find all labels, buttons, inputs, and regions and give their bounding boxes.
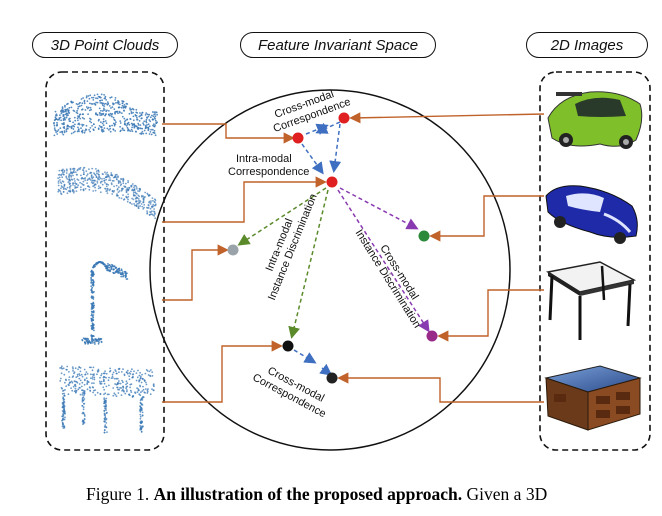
image-wooden-desk [544, 365, 642, 431]
node-red-top-left [292, 132, 304, 144]
feature-space-circle [149, 89, 511, 451]
connector-img2 [429, 195, 544, 242]
figure-caption: Figure 1. An illustration of the propose… [86, 484, 656, 505]
caption-suffix: Given a 3D [466, 484, 548, 504]
connector-pc4 [162, 340, 283, 403]
blue-arrow-5 [293, 349, 317, 364]
point-cloud-car-1 [53, 93, 159, 137]
connector-img3 [437, 289, 544, 342]
node-green [418, 230, 430, 242]
green-arrow-1 [237, 187, 327, 246]
node-purple [426, 330, 438, 342]
blue-arrow-1 [305, 123, 329, 135]
image-blue-car [545, 185, 638, 244]
connector-img1 [349, 112, 545, 124]
image-white-table [545, 261, 637, 340]
node-red-top-right [338, 112, 350, 124]
point-cloud-table [59, 365, 155, 434]
image-green-car [547, 91, 643, 149]
point-cloud-car-2 [57, 166, 157, 220]
connector-img4 [337, 372, 544, 403]
caption-prefix: Figure 1. [86, 484, 150, 504]
connector-pc2 [162, 176, 327, 223]
blue-arrow-2 [315, 121, 341, 134]
purple-arrow-1 [339, 187, 419, 230]
node-red-center [326, 176, 338, 188]
blue-arrow-4 [329, 123, 342, 173]
node-black-2 [326, 372, 338, 384]
node-black-1 [282, 340, 294, 352]
label-cross-modal-bottom: Cross-modal Correspondence [250, 360, 334, 420]
label-intra-discrimination: Intra-modal Instance Discrimination [254, 187, 320, 302]
caption-bold: An illustration of the proposed approach… [153, 484, 463, 504]
point-cloud-panel [45, 71, 165, 451]
point-cloud-lamp [81, 261, 129, 345]
node-gray [227, 244, 239, 256]
image-panel [539, 71, 651, 451]
title-feature-space: Feature Invariant Space [240, 32, 436, 58]
title-point-clouds: 3D Point Clouds [32, 32, 178, 58]
blue-arrow-3 [301, 143, 324, 175]
connector-pc3 [162, 244, 229, 301]
title-2d-images: 2D Images [526, 32, 648, 58]
label-intra-modal: Intra-modal Correspondence [228, 153, 309, 178]
connector-pc1 [162, 123, 295, 144]
blue-arrow-6 [319, 363, 333, 376]
